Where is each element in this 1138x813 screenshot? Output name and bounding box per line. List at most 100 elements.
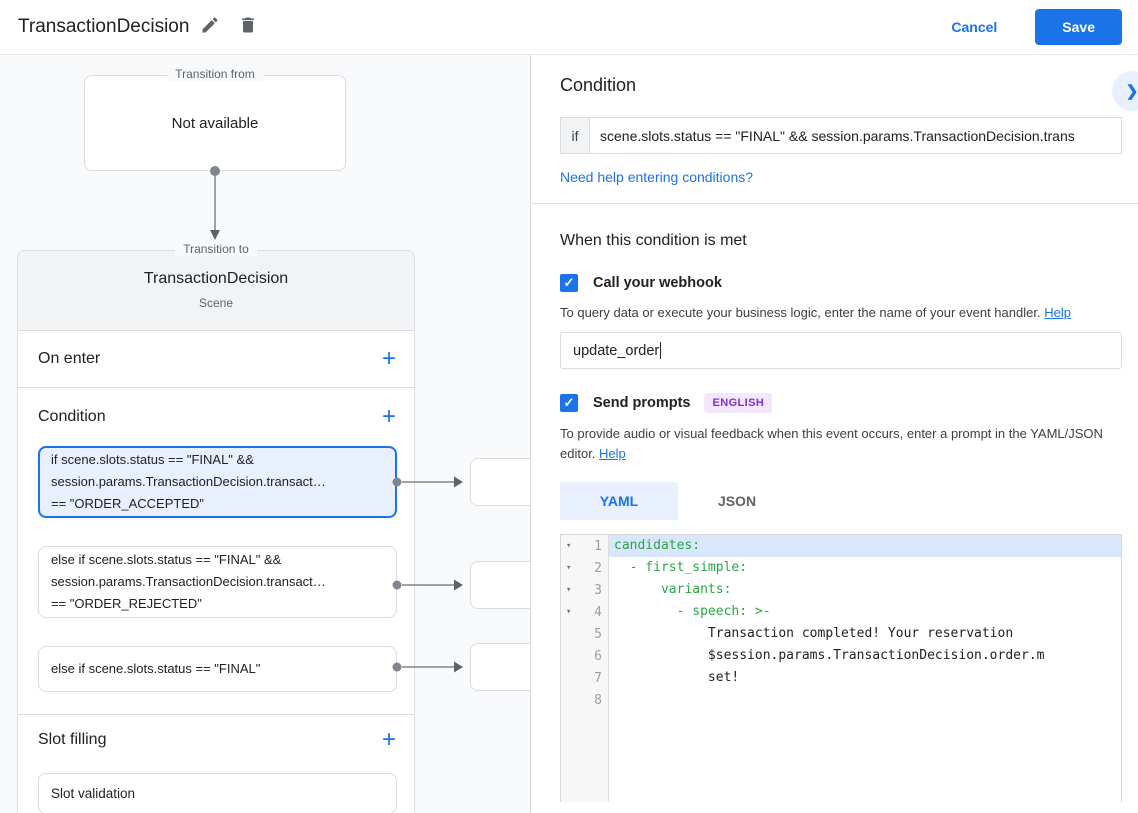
if-prefix-label: if	[561, 118, 590, 153]
slot-validation-item[interactable]: Slot validation	[38, 773, 397, 813]
code-text: set!	[614, 670, 740, 685]
code-text: Transaction completed! Your reservation	[614, 626, 1014, 641]
code-text	[609, 689, 1121, 711]
collapse-panel-button[interactable]: ❯	[1112, 71, 1138, 111]
gutter-cell[interactable]: 6	[561, 645, 609, 667]
when-condition-met-title: When this condition is met	[560, 232, 747, 249]
editor-format-tabs: YAML JSON	[560, 482, 1122, 520]
event-handler-input[interactable]: update_order	[560, 332, 1122, 369]
transition-from-box[interactable]: Transition from Not available	[84, 67, 346, 171]
gutter-cell[interactable]: 5	[561, 623, 609, 645]
add-on-enter-button[interactable]: +	[381, 345, 396, 372]
section-divider	[18, 387, 414, 388]
condition-label: Condition	[38, 408, 106, 425]
send-prompts-checkbox[interactable]: ✓	[560, 394, 578, 412]
condition-item-accepted[interactable]: if scene.slots.status == "FINAL" && sess…	[38, 446, 397, 518]
gutter-cell[interactable]: 7	[561, 667, 609, 689]
line-number: 7	[594, 670, 602, 686]
gutter-cell	[561, 711, 609, 802]
line-number: 1	[594, 538, 602, 554]
transition-target-box[interactable]	[470, 458, 530, 506]
condition-expression-row: if scene.slots.status == "FINAL" && sess…	[560, 117, 1122, 154]
transition-target-box[interactable]	[470, 561, 530, 609]
code-line: 6 $session.params.TransactionDecision.or…	[561, 645, 1121, 667]
code-empty	[609, 711, 1121, 802]
gutter-cell[interactable]: ▾3	[561, 579, 609, 601]
edit-title-button[interactable]	[193, 12, 227, 42]
gutter-cell[interactable]: ▾1	[561, 535, 609, 557]
fold-arrow-icon[interactable]: ▾	[566, 607, 572, 617]
save-button[interactable]: Save	[1035, 9, 1122, 45]
condition-text-line: session.params.TransactionDecision.trans…	[51, 474, 326, 489]
condition-text-line: else if scene.slots.status == "FINAL"	[51, 661, 261, 676]
code-text: variants:	[614, 582, 732, 597]
pencil-icon	[200, 15, 220, 40]
add-slot-button[interactable]: +	[381, 726, 396, 753]
code-line: ▾1 candidates:	[561, 535, 1121, 557]
language-badge: ENGLISH	[704, 393, 773, 413]
code-line: ▾4 - speech: >-	[561, 601, 1121, 623]
slot-filling-section: Slot filling +	[18, 715, 414, 765]
condition-item-final[interactable]: else if scene.slots.status == "FINAL"	[38, 646, 397, 692]
cancel-button[interactable]: Cancel	[951, 19, 998, 35]
prompts-description: To provide audio or visual feedback when…	[560, 424, 1122, 464]
condition-help-link[interactable]: Need help entering conditions?	[560, 169, 754, 185]
scene-card-header[interactable]: TransactionDecision Scene	[18, 251, 414, 331]
tab-yaml[interactable]: YAML	[560, 482, 678, 520]
check-icon: ✓	[563, 395, 575, 410]
app-header: TransactionDecision Cancel Save	[0, 0, 1138, 55]
send-prompts-row: ✓ Send prompts ENGLISH	[560, 393, 1122, 413]
prompts-help-link[interactable]: Help	[599, 446, 626, 461]
gutter-cell[interactable]: 8	[561, 689, 609, 711]
add-condition-button[interactable]: +	[381, 403, 396, 430]
code-line: 5 Transaction completed! Your reservatio…	[561, 623, 1121, 645]
condition-text-line: == "ORDER_REJECTED"	[51, 596, 202, 611]
slot-validation-label: Slot validation	[51, 786, 136, 801]
trash-icon	[238, 15, 258, 40]
transition-from-legend: Transition from	[167, 67, 263, 81]
panel-title: Condition	[560, 75, 637, 95]
condition-text-line: else if scene.slots.status == "FINAL" &&	[51, 552, 282, 567]
condition-text-line: session.params.TransactionDecision.trans…	[51, 574, 326, 589]
code-text: candidates:	[609, 535, 1121, 557]
delete-scene-button[interactable]	[231, 12, 265, 42]
call-webhook-label: Call your webhook	[593, 275, 722, 291]
send-prompts-label: Send prompts	[593, 395, 691, 411]
code-text: - speech: >-	[614, 604, 771, 619]
call-webhook-checkbox[interactable]: ✓	[560, 274, 578, 292]
tab-json[interactable]: JSON	[717, 493, 757, 509]
on-enter-section: On enter +	[18, 331, 414, 387]
transition-to-legend: Transition to	[175, 242, 257, 256]
code-line: 8	[561, 689, 1121, 711]
code-text: - first_simple:	[614, 560, 748, 575]
condition-item-rejected[interactable]: else if scene.slots.status == "FINAL" &&…	[38, 546, 397, 618]
gutter-cell[interactable]: ▾4	[561, 601, 609, 623]
transition-target-box[interactable]	[470, 643, 530, 691]
fold-arrow-icon[interactable]: ▾	[566, 541, 572, 551]
check-icon: ✓	[563, 275, 575, 290]
scene-diagram: Transition from Not available Transition…	[0, 55, 530, 813]
webhook-description-text: To query data or execute your business l…	[560, 305, 1041, 320]
code-line: 7 set!	[561, 667, 1121, 689]
fold-arrow-icon[interactable]: ▾	[566, 585, 572, 595]
condition-editor-panel: ❯ Condition if scene.slots.status == "FI…	[530, 55, 1138, 813]
webhook-description: To query data or execute your business l…	[560, 303, 1122, 323]
transition-to-card: Transition to TransactionDecision Scene …	[17, 242, 415, 813]
webhook-help-link[interactable]: Help	[1044, 305, 1071, 320]
fold-arrow-icon[interactable]: ▾	[566, 563, 572, 573]
condition-expression-input[interactable]: scene.slots.status == "FINAL" && session…	[600, 127, 1075, 144]
yaml-code-editor[interactable]: ▾1 candidates: ▾2 - first_simple: ▾3 var…	[560, 534, 1122, 802]
code-text: $session.params.TransactionDecision.orde…	[614, 648, 1045, 663]
scene-type-label: Scene	[198, 296, 234, 310]
condition-text-line: if scene.slots.status == "FINAL" &&	[51, 452, 254, 467]
condition-text-line: == "ORDER_ACCEPTED"	[51, 496, 204, 511]
code-line: ▾3 variants:	[561, 579, 1121, 601]
slot-filling-label: Slot filling	[38, 731, 107, 748]
call-webhook-row: ✓ Call your webhook	[560, 274, 1122, 292]
section-divider	[18, 714, 414, 715]
line-number: 2	[594, 560, 602, 576]
code-line: ▾2 - first_simple:	[561, 557, 1121, 579]
gutter-cell[interactable]: ▾2	[561, 557, 609, 579]
editor-empty-area[interactable]	[561, 711, 1121, 802]
line-number: 6	[594, 648, 602, 664]
